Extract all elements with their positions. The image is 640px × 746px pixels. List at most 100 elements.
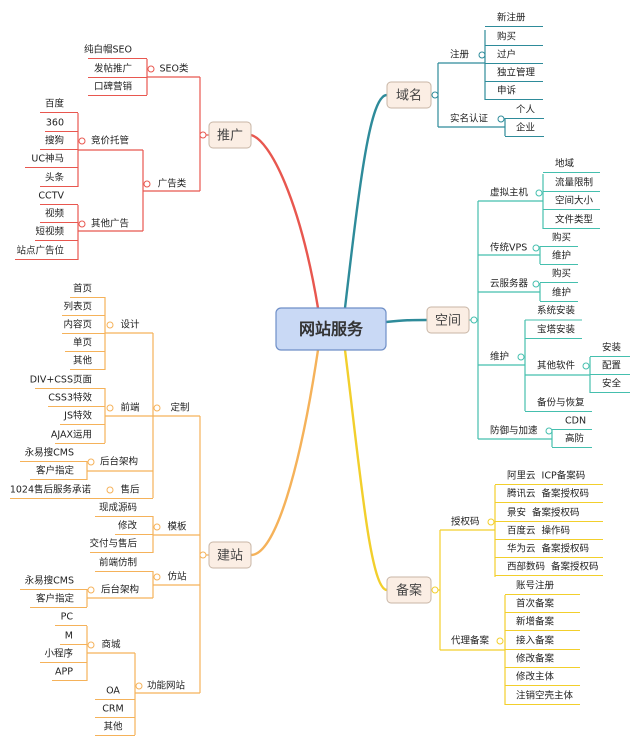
sub-topic[interactable]: 售后 [120,484,140,496]
branch-yuming-label[interactable]: 域名 [396,88,422,104]
branch-jianzhan[interactable] [208,541,252,569]
collapse-toggle-icon[interactable] [106,404,114,412]
leaf-topic[interactable]: 高防 [565,433,585,445]
leaf-topic[interactable]: 其他 [103,721,123,733]
leaf-topic[interactable]: 永易搜CMS [25,575,74,587]
leaf-topic[interactable]: 360 [46,118,64,129]
leaf-topic[interactable]: AJAX运用 [51,430,92,441]
leaf-topic[interactable]: 短视频 [35,226,64,238]
leaf-topic[interactable]: JS特效 [63,410,92,422]
sub-topic[interactable]: 后台架构 [101,584,139,596]
leaf-topic[interactable]: 购买 [552,232,571,244]
leaf-topic[interactable]: 空间大小 [555,195,594,207]
leaf-topic[interactable]: 接入备案 [516,635,555,647]
branch-tuiguang-label[interactable]: 推广 [217,129,243,144]
sub-topic[interactable]: 维护 [490,351,509,363]
sub-topic[interactable]: 功能网站 [147,680,186,692]
leaf-topic[interactable]: 阿里云 ICP备案码 [507,470,585,482]
leaf-topic[interactable]: 新注册 [497,12,526,24]
leaf-topic[interactable]: CDN [565,416,586,427]
collapse-toggle-icon[interactable] [87,641,95,649]
collapse-toggle-icon[interactable] [78,137,86,145]
collapse-toggle-icon[interactable] [470,316,478,324]
sub-topic[interactable]: 广告类 [158,178,187,190]
leaf-topic[interactable]: 地域 [555,158,575,170]
sub-topic[interactable]: SEO类 [159,63,189,75]
leaf-topic[interactable]: CRM [102,704,123,715]
collapse-toggle-icon[interactable] [431,586,439,594]
leaf-topic[interactable]: 安装 [602,342,622,354]
collapse-toggle-icon[interactable] [106,321,114,329]
collapse-toggle-icon[interactable] [87,458,95,466]
leaf-topic[interactable]: UC神马 [31,153,64,165]
collapse-toggle-icon[interactable] [147,65,155,73]
sub-topic[interactable]: 授权码 [451,516,480,528]
leaf-topic[interactable]: 安全 [602,378,622,390]
collapse-toggle-icon[interactable] [153,573,161,581]
collapse-toggle-icon[interactable] [153,523,161,531]
leaf-topic[interactable]: 现成源码 [99,502,137,514]
leaf-topic[interactable]: 首次备案 [516,598,555,610]
collapse-toggle-icon[interactable] [535,189,543,197]
branch-beian[interactable] [386,576,432,604]
sub-topic[interactable]: 云服务器 [490,278,529,290]
collapse-toggle-icon[interactable] [87,586,95,594]
sub-topic[interactable]: 商城 [101,639,121,651]
leaf-topic[interactable]: 华为云 备案授权码 [507,543,589,555]
leaf-topic[interactable]: 单页 [73,337,92,349]
leaf-topic[interactable]: 搜狗 [45,135,64,147]
leaf-topic[interactable]: 百度 [45,98,65,110]
leaf-topic[interactable]: 口碑营销 [94,81,133,93]
collapse-toggle-icon[interactable] [153,404,161,412]
leaf-topic[interactable]: 客户指定 [36,465,75,477]
leaf-topic[interactable]: 独立管理 [497,67,536,79]
collapse-toggle-icon[interactable] [582,362,590,370]
leaf-topic[interactable]: 首页 [73,283,92,295]
leaf-topic[interactable]: 前端仿制 [99,557,137,569]
leaf-topic[interactable]: 发帖推广 [94,63,132,75]
leaf-topic[interactable]: 永易搜CMS [25,447,74,459]
leaf-topic[interactable]: 其他 [73,355,93,367]
leaf-topic[interactable]: 账号注册 [516,580,555,592]
leaf-topic[interactable]: 交付与售后 [89,538,137,550]
sub-topic[interactable]: 其他软件 [537,360,576,372]
branch-kongjian-label[interactable]: 空间 [435,314,461,329]
sub-topic[interactable]: 其他广告 [91,218,129,230]
leaf-topic[interactable]: 列表页 [63,301,92,313]
leaf-topic[interactable]: 系统安装 [537,305,576,317]
sub-topic[interactable]: 设计 [120,319,140,331]
leaf-topic[interactable]: 西部数码 备案授权码 [507,561,599,573]
sub-topic[interactable]: 模板 [167,521,187,533]
sub-topic[interactable]: 传统VPS [490,242,527,254]
leaf-topic[interactable]: 腾讯云 备案授权码 [507,488,589,500]
leaf-topic[interactable]: 购买 [552,268,571,280]
collapse-toggle-icon[interactable] [532,280,540,288]
collapse-toggle-icon[interactable] [532,244,540,252]
leaf-topic[interactable]: 景安 备案授权码 [507,507,580,519]
leaf-topic[interactable]: CSS3特效 [48,392,92,404]
leaf-topic[interactable]: 新增备案 [516,616,555,628]
leaf-topic[interactable]: 企业 [516,122,535,134]
leaf-topic[interactable]: 申诉 [497,85,517,97]
leaf-topic[interactable]: 客户指定 [36,593,75,605]
collapse-toggle-icon[interactable] [496,637,504,645]
leaf-topic[interactable]: 纯白帽SEO [84,44,132,56]
leaf-topic[interactable]: 百度云 操作码 [507,525,570,537]
collapse-toggle-icon[interactable] [143,180,151,188]
branch-yuming[interactable] [386,81,432,109]
collapse-toggle-icon[interactable] [517,353,525,361]
sub-topic[interactable]: 定制 [170,402,189,414]
branch-beian-label[interactable]: 备案 [396,583,422,599]
leaf-topic[interactable]: 文件类型 [555,214,594,226]
leaf-topic[interactable]: 个人 [516,105,536,116]
leaf-topic[interactable]: APP [55,667,73,678]
branch-tuiguang[interactable] [208,121,252,149]
sub-topic[interactable]: 实名认证 [450,113,489,125]
sub-topic[interactable]: 代理备案 [451,635,490,647]
sub-topic[interactable]: 虚拟主机 [490,187,529,199]
collapse-toggle-icon[interactable] [431,91,439,99]
leaf-topic[interactable]: CCTV [38,191,64,202]
collapse-toggle-icon[interactable] [135,682,143,690]
leaf-topic[interactable]: 站点广告位 [16,245,64,257]
leaf-topic[interactable]: 视频 [45,208,65,220]
